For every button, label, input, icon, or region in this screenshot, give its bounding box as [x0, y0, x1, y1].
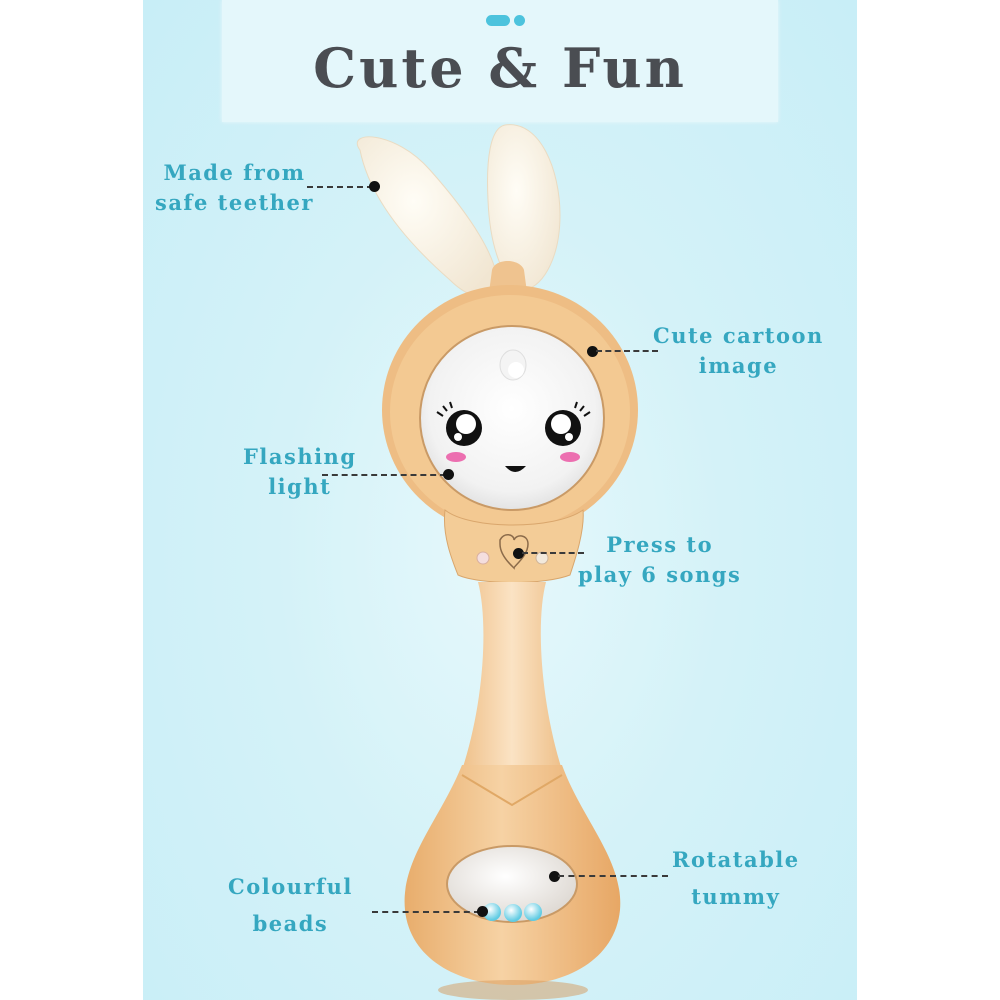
- label-line: image: [698, 353, 779, 378]
- head: [382, 285, 638, 535]
- label-line: Made from: [163, 160, 306, 185]
- page-title: Cute & Fun: [313, 36, 687, 100]
- leader-line-songs: [522, 552, 584, 554]
- base: [404, 765, 621, 1000]
- label-line: light: [268, 474, 332, 499]
- pin-teether: [369, 181, 380, 192]
- label-line: Cute cartoon: [653, 323, 824, 348]
- rotatable-tummy[interactable]: [446, 845, 578, 923]
- title-banner: Cute & Fun: [222, 0, 778, 122]
- left-ear: [357, 136, 499, 300]
- label-beads: Colourful beads: [228, 872, 353, 939]
- leader-line-teether: [307, 186, 373, 188]
- label-line: Rotatable: [672, 847, 800, 872]
- label-line: play 6 songs: [578, 562, 742, 587]
- leader-line-tummy: [558, 875, 668, 877]
- leader-line-cartoon: [596, 350, 658, 352]
- label-line: Colourful: [228, 874, 353, 899]
- bead: [483, 903, 501, 921]
- leader-line-light: [322, 474, 446, 476]
- label-tummy: Rotatable tummy: [672, 845, 800, 912]
- round-dot: [514, 15, 525, 26]
- label-songs: Press to play 6 songs: [578, 530, 741, 590]
- label-cartoon: Cute cartoon image: [653, 321, 824, 381]
- pin-beads: [477, 906, 488, 917]
- pill-dot: [486, 15, 510, 26]
- label-line: beads: [252, 911, 329, 936]
- label-light: Flashing light: [243, 442, 357, 502]
- leader-line-beads: [372, 911, 480, 913]
- pin-tummy: [549, 871, 560, 882]
- pin-light: [443, 469, 454, 480]
- label-teether: Made from safe teether: [155, 158, 314, 218]
- label-line: Press to: [606, 532, 714, 557]
- pin-cartoon: [587, 346, 598, 357]
- handle: [462, 582, 562, 770]
- pin-songs: [513, 548, 524, 559]
- bead: [504, 904, 522, 922]
- face: [436, 401, 591, 472]
- label-line: safe teether: [155, 190, 314, 215]
- label-line: Flashing: [243, 444, 357, 469]
- label-line: tummy: [691, 884, 781, 909]
- bead: [524, 903, 542, 921]
